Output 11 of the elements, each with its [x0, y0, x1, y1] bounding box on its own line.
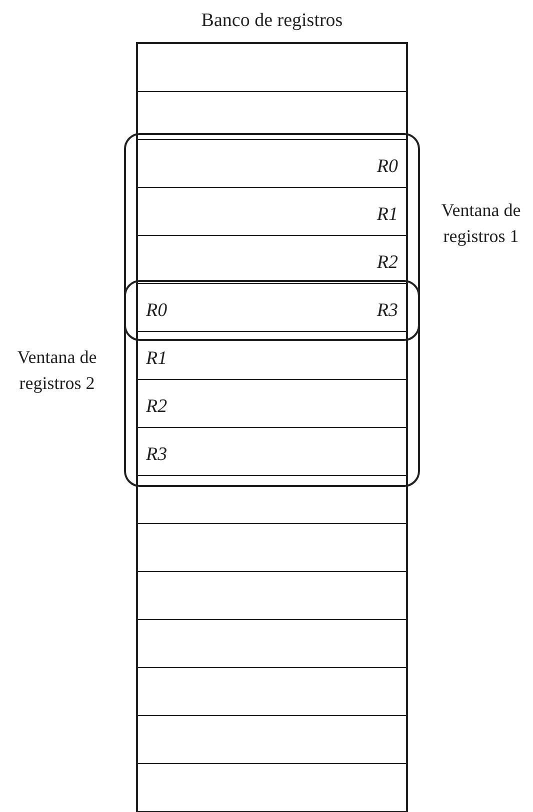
window-label: Ventana de registros 2 — [16, 346, 98, 395]
register-name: R1 — [146, 348, 168, 370]
register-name: R1 — [376, 204, 398, 226]
register-name: R3 — [146, 444, 168, 466]
window-label: Ventana de registros 1 — [440, 199, 522, 248]
register-name: R3 — [376, 300, 398, 322]
bank-title: Banco de registros — [200, 9, 344, 33]
register-name: R2 — [146, 396, 168, 418]
register-name: R2 — [376, 252, 398, 274]
register-name: R0 — [146, 300, 168, 322]
register-name: R0 — [376, 156, 398, 178]
